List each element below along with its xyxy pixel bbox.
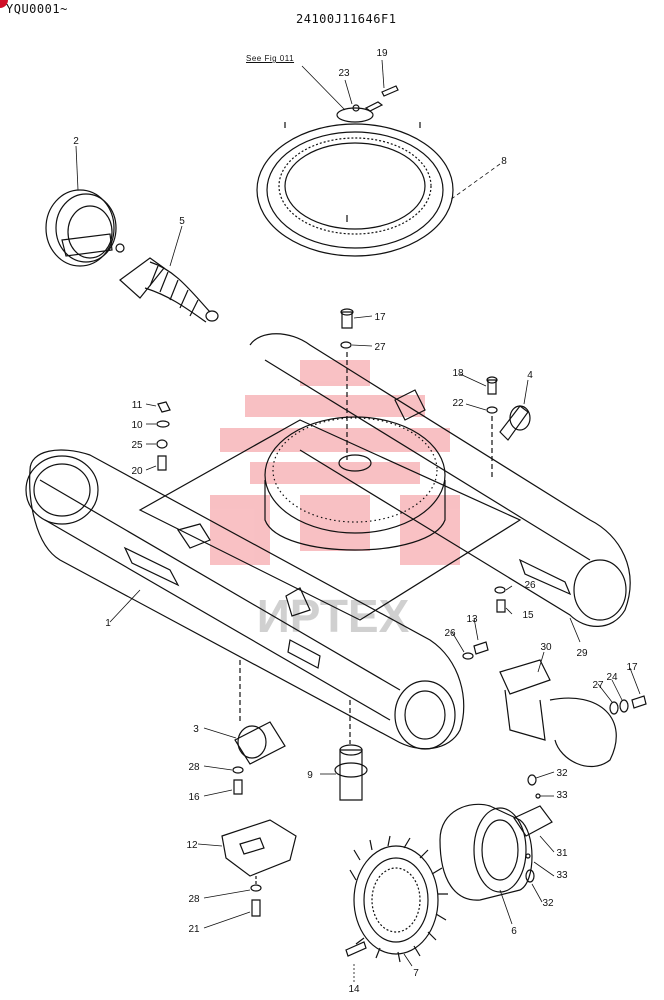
leader-lines: [75, 59, 641, 982]
callout-25: 25: [131, 440, 143, 451]
recoil-spring: [119, 257, 219, 323]
swivel-joint-9: [334, 700, 368, 801]
bracket-12: [221, 819, 297, 877]
callout-10: 10: [131, 420, 143, 431]
callout-13: 13: [466, 614, 478, 625]
callout-22: 22: [452, 398, 464, 409]
callout-26-upper: 26: [524, 580, 536, 591]
part-number: 24100J11646F1: [296, 12, 397, 26]
travel-motor-6: [439, 803, 533, 901]
reference-note: See Fig 011: [246, 54, 295, 63]
callout-20: 20: [131, 466, 143, 477]
callout-32-upper: 32: [556, 768, 568, 779]
callout-16: 16: [188, 792, 200, 803]
callout-30: 30: [540, 642, 552, 653]
callout-19: 19: [376, 48, 388, 59]
callout-27-right: 27: [592, 680, 604, 691]
callout-2: 2: [73, 136, 79, 147]
callout-28-upper: 28: [188, 762, 200, 773]
callout-33-upper: 33: [556, 790, 568, 801]
callout-1: 1: [105, 618, 111, 629]
callout-9: 9: [307, 770, 313, 781]
diagram-linework: [25, 59, 647, 982]
callout-17-right: 17: [626, 662, 638, 673]
callout-18: 18: [452, 368, 464, 379]
lower-roller-3: [234, 660, 286, 765]
callout-28-lower: 28: [188, 894, 200, 905]
bolt-18-washer-22: [486, 376, 498, 480]
callout-15: 15: [522, 610, 534, 621]
callout-labels: 19 23 8 2 5 17 27 18 4 22 11 10 25 20 26…: [73, 48, 638, 995]
callout-23: 23: [338, 68, 350, 79]
callout-5: 5: [179, 216, 185, 227]
callout-12: 12: [186, 840, 198, 851]
bolts-16-28: [232, 766, 244, 795]
fittings-31-32-33: [513, 774, 553, 883]
callout-3: 3: [193, 724, 199, 735]
callout-31: 31: [556, 848, 568, 859]
callout-17-top: 17: [374, 312, 386, 323]
callout-11: 11: [132, 400, 143, 411]
bolt-14: [345, 941, 367, 957]
callout-14: 14: [348, 984, 360, 995]
swing-bearing: [256, 122, 454, 257]
upper-roller-4: [499, 405, 531, 441]
cover-30: [499, 659, 617, 767]
plate-and-bolt: [336, 85, 399, 123]
callout-8: 8: [501, 156, 507, 167]
callout-6: 6: [511, 926, 517, 937]
serial-range: YQU0001~: [6, 2, 68, 16]
callout-33-lower: 33: [556, 870, 568, 881]
callout-29: 29: [576, 648, 588, 659]
callout-27-top: 27: [374, 342, 386, 353]
watermark-text: ИРТЕХ: [257, 590, 410, 642]
callout-21: 21: [188, 924, 200, 935]
bolt-17-washer-27: [340, 308, 354, 460]
track-frame: [25, 333, 631, 750]
callout-4: 4: [527, 370, 533, 381]
bolts-21-28: [250, 876, 262, 917]
callout-7: 7: [413, 968, 419, 979]
hardware-stack-left: [156, 401, 171, 471]
corner-badge: [0, 0, 8, 8]
callout-26-lower: 26: [444, 628, 456, 639]
callout-24: 24: [606, 672, 618, 683]
bolts-13-15-26: [462, 586, 506, 660]
watermark-logo: [210, 360, 460, 565]
sprocket-7: [349, 835, 448, 963]
idler-wheel: [45, 189, 125, 267]
callout-32-lower: 32: [542, 898, 554, 909]
hardware-stack-right: [609, 695, 647, 715]
